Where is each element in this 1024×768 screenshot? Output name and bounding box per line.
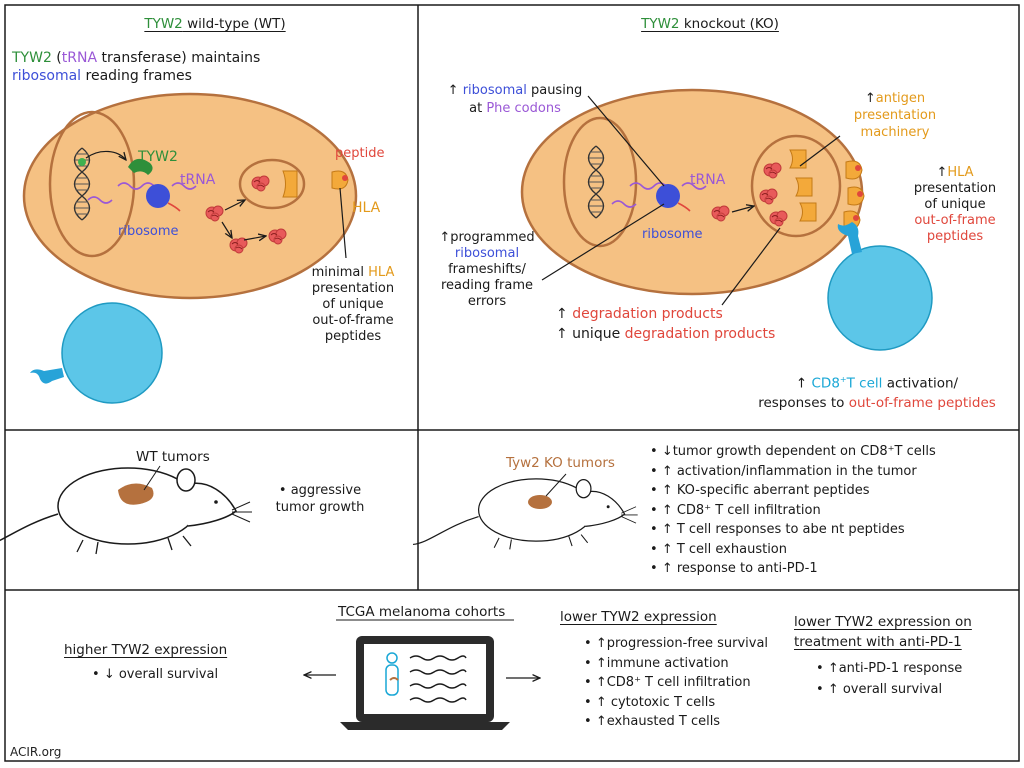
wt-tyw2-label: TYW2: [138, 149, 178, 165]
list-item: ↑ CD8⁺ T cell infiltration: [650, 501, 936, 521]
list-item: ↑CD8⁺ T cell infiltration: [584, 673, 768, 693]
ko-ribosome: [656, 184, 680, 208]
wt-peptide-label: peptide: [335, 146, 385, 161]
list-item: ↑ KO-specific aberrant peptides: [650, 481, 936, 501]
ko-pausing-text: ↑ ribosomal pausing at Phe codons: [447, 83, 583, 116]
source-credit: ACIR.org: [10, 745, 62, 759]
ko-programmed-frameshift-text: ↑programmed ribosomal frameshifts/ readi…: [439, 230, 535, 309]
wt-nucleus: [48, 110, 136, 258]
ko-apm-text: ↑antigen presentation machinery: [853, 91, 937, 140]
wt-hla-label: HLA: [352, 200, 381, 216]
ko-tumor: [528, 495, 552, 509]
higher-expression-title: higher TYW2 expression: [64, 642, 228, 658]
wt-proteasome-compartment: [238, 158, 306, 210]
list-item: ↑exhausted T cells: [584, 712, 768, 732]
wt-cell: [22, 92, 358, 300]
list-item: ↑ T cell exhaustion: [650, 540, 936, 560]
ko-nucleus: [562, 116, 638, 248]
ko-hla-text: ↑HLA presentation of unique out-of-frame…: [913, 165, 997, 244]
ko-ribosome-label: ribosome: [642, 227, 703, 242]
wt-tyw2-enzyme: [128, 158, 153, 175]
list-item: ↑ response to anti-PD-1: [650, 559, 936, 579]
list-item: ↑ overall survival: [816, 679, 962, 700]
ko-mouse-bullets: ↓tumor growth dependent on CD8⁺T cells ↑…: [650, 442, 936, 579]
wt-ribosome: [146, 184, 170, 208]
ko-trna-label: tRNA: [690, 172, 726, 188]
wt-minimal-hla-text: minimal HLA presentation of unique out-o…: [311, 265, 395, 344]
list-item: ↑immune activation: [584, 654, 768, 674]
ko-unique-degradation-products: ↑ unique degradation products: [556, 326, 776, 342]
list-item: ↑ activation/inflammation in the tumor: [650, 462, 936, 482]
wt-tcr: [30, 368, 64, 384]
laptop-base: [340, 722, 510, 730]
wt-intro-line1: TYW2 (tRNA transferase) maintains: [12, 50, 261, 66]
ko-tcr: [837, 222, 862, 254]
list-item: ↑progression-free survival: [584, 634, 768, 654]
tcga-title: TCGA melanoma cohorts: [338, 604, 506, 620]
wt-proteasome-icon: [282, 170, 298, 198]
wt-mouse-bullet: • aggressive tumor growth: [275, 483, 365, 515]
ko-degradation-products: ↑ degradation products: [556, 306, 723, 322]
wt-panel-title: TYW2 wild-type (WT): [144, 16, 286, 32]
ko-tcell: [827, 245, 933, 351]
ko-panel-title: TYW2 knockout (KO): [641, 16, 779, 32]
treatment-title: lower TYW2 expression on treatment with …: [794, 614, 972, 650]
treatment-bullets: ↑anti-PD-1 response ↑ overall survival: [816, 658, 963, 700]
list-item: ↓tumor growth dependent on CD8⁺T cells: [650, 442, 936, 462]
list-item: ↑ cytotoxic T cells: [584, 693, 768, 713]
outer-frame: [4, 4, 1020, 762]
wt-tcell: [61, 302, 163, 404]
list-item: ↑ T cell responses to abe nt peptides: [650, 520, 936, 540]
wt-intro-line2: ribosomal reading frames: [12, 68, 192, 84]
ko-tumors-label: Tyw2 KO tumors: [506, 455, 615, 471]
wt-ribosome-label: ribosome: [118, 224, 179, 239]
list-item: ↑anti-PD-1 response: [816, 658, 963, 679]
wt-trna-label: tRNA: [180, 172, 216, 188]
lower-expression-bullets: ↑progression-free survival ↑immune activ…: [584, 634, 768, 732]
wt-tumors-label: WT tumors: [136, 449, 210, 465]
lower-expression-title: lower TYW2 expression: [560, 609, 717, 625]
ko-cd8-activation-text: ↑ CD8+T cell activation/ responses to ou…: [758, 375, 996, 411]
ko-proteasome-compartment: [750, 134, 842, 238]
higher-expression-bullet: • ↓ overall survival: [92, 667, 219, 682]
